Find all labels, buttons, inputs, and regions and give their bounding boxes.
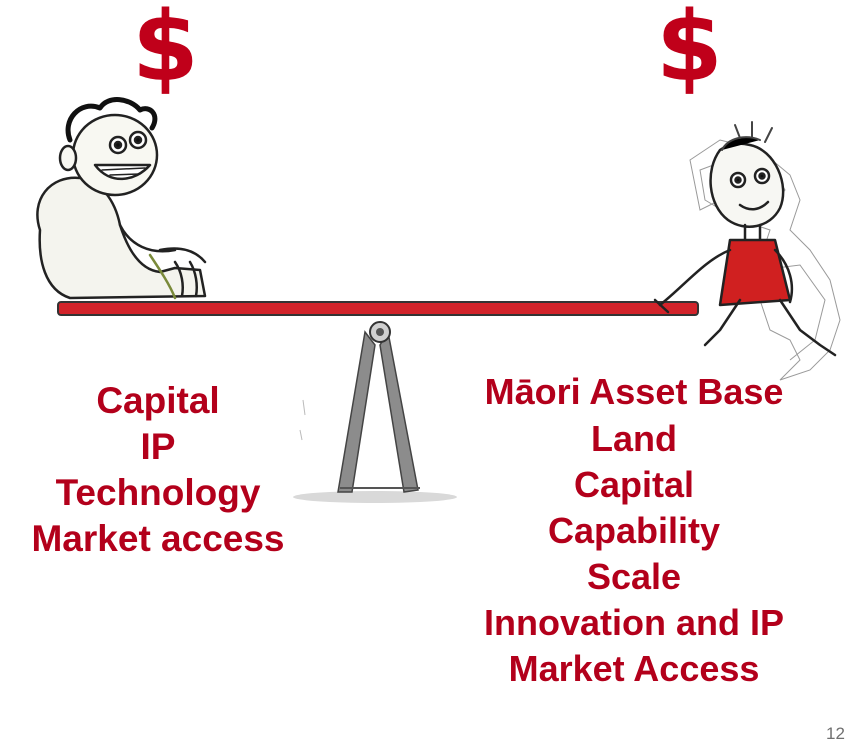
left-list-item: Market access — [31, 518, 285, 559]
seesaw-plank — [57, 301, 699, 316]
page-number: 12 — [826, 724, 845, 743]
right-list-item: Scale — [586, 556, 682, 597]
right-list-item: Capability — [547, 510, 721, 551]
dollar-sign-right: $ — [656, 0, 723, 103]
maori-asset-base-heading: Māori Asset Base — [484, 371, 784, 412]
left-resource-list: Capital IP Technology Market access — [0, 378, 316, 562]
happy-fat-man-icon — [36, 97, 207, 300]
left-list-item: Capital — [96, 380, 220, 421]
right-list-item: Market Access — [508, 648, 760, 689]
seesaw-fulcrum-icon — [293, 321, 457, 503]
thin-man-red-shirt-icon — [653, 121, 837, 357]
right-list-item: Innovation and IP — [483, 602, 784, 643]
dollar-sign-left: $ — [132, 0, 199, 103]
right-list-item: Land — [591, 418, 677, 459]
right-list-item: Capital — [573, 464, 695, 505]
maori-asset-list: Māori Asset Base Land Capital Capability… — [460, 368, 808, 692]
left-list-item: Technology — [55, 472, 261, 513]
left-list-item: IP — [140, 426, 176, 467]
